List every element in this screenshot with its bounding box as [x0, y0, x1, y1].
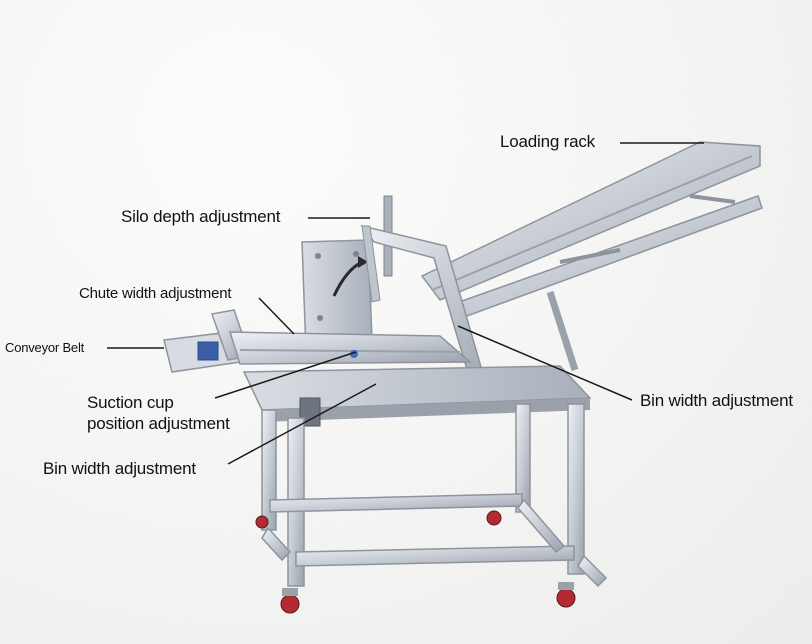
leader-chute-width [258, 297, 295, 335]
label-bin-width-adjustment-right: Bin width adjustment [640, 391, 793, 410]
label-bin-width-adjustment-left: Bin width adjustment [43, 459, 196, 478]
machine-frame [261, 403, 608, 588]
table-top [242, 365, 592, 427]
leader-lines [107, 142, 704, 465]
label-suction-cup-line2: position adjustment [87, 414, 230, 433]
label-chute-width-adjustment: Chute width adjustment [79, 285, 232, 302]
caster-wheels [255, 510, 576, 614]
leader-suction-cup [214, 351, 357, 399]
label-suction-cup-line1: Suction cup [87, 393, 174, 412]
label-suction-cup-position-adjustment: Suction cup position adjustment [87, 392, 230, 434]
conveyor-belt [163, 309, 472, 373]
leader-bin-width-right [457, 325, 633, 401]
label-silo-depth-adjustment: Silo depth adjustment [121, 207, 281, 226]
loading-rack [420, 141, 763, 372]
leader-bin-width-left [227, 383, 377, 465]
label-conveyor-belt: Conveyor Belt [5, 340, 85, 355]
label-loading-rack: Loading rack [500, 132, 595, 151]
